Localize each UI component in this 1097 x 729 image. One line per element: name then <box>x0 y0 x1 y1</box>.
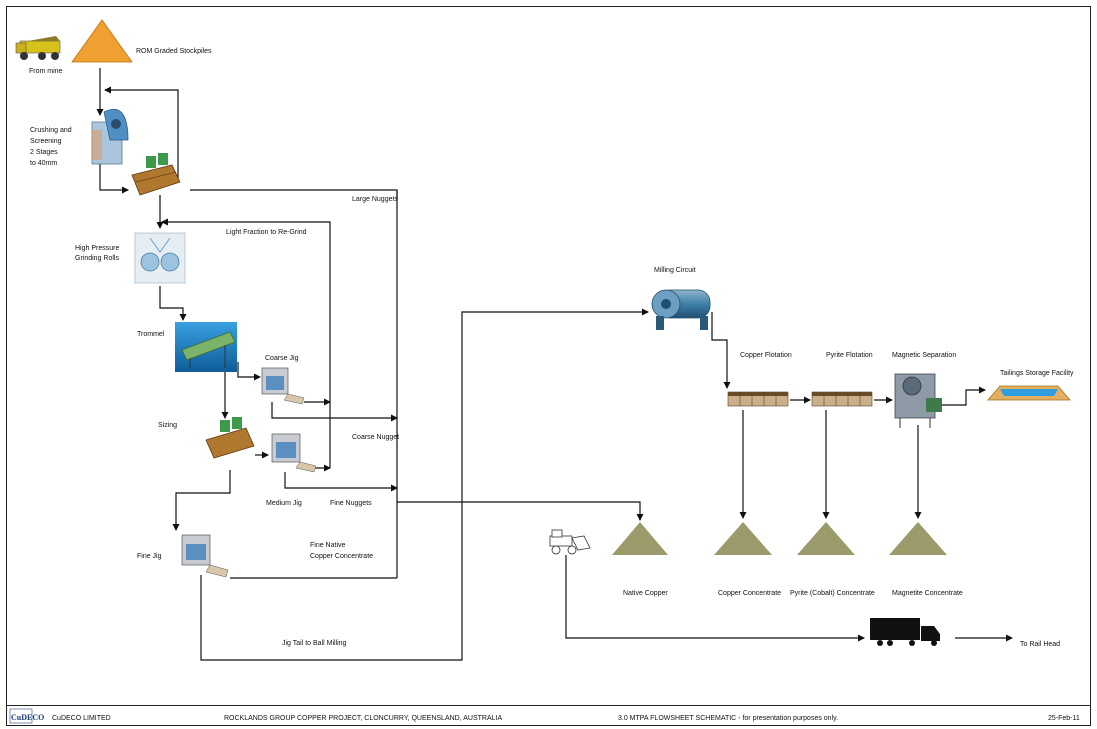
flow-trommel-to-coarse-jig <box>237 362 261 381</box>
label-hpgr-2: Grinding Rolls <box>75 255 119 262</box>
label-fine-native-2: Copper Concentrate <box>310 553 373 560</box>
native-copper-pile-icon <box>612 522 668 555</box>
flow-to-native-copper <box>397 501 644 521</box>
label-jig-tail: Jig Tail to Ball Milling <box>282 640 347 647</box>
label-trommel: Trommel <box>137 331 165 338</box>
label-tailings: Tailings Storage Facility <box>1000 370 1074 377</box>
coarse-jig-icon <box>261 367 305 405</box>
cudeco-logo-icon <box>9 708 33 724</box>
footer-project: ROCKLANDS GROUP COPPER PROJECT, CLONCURR… <box>224 715 502 722</box>
diagram-frame <box>6 6 1091 706</box>
screen-deck-icon <box>131 153 181 196</box>
copper-concentrate-pile-icon <box>714 522 772 555</box>
label-medium-jig: Medium Jig <box>266 500 302 507</box>
footer-bar <box>6 706 1091 726</box>
label-crushing-3: 2 Stages <box>30 149 58 156</box>
haul-truck-icon <box>15 36 61 60</box>
hpgr-icon <box>134 232 186 284</box>
label-magnetic-separation: Magnetic Separation <box>892 352 956 359</box>
copper-flotation-cells-icon <box>727 391 789 407</box>
flow-loader-to-truck <box>565 555 865 642</box>
label-fine-native-1: Fine Native <box>310 542 346 549</box>
label-light-fraction: Light Fraction to Re-Grind <box>226 229 307 236</box>
rom-stockpile-icon <box>71 19 133 63</box>
road-truck-icon <box>870 618 940 646</box>
magnetite-concentrate-pile-icon <box>889 522 947 555</box>
label-copper-flotation: Copper Flotation <box>740 352 792 359</box>
logo-text: CuDECO <box>11 713 44 722</box>
flow-coarse-nugget <box>271 402 398 422</box>
ball-mill-icon <box>651 289 711 330</box>
label-crushing-1: Crushing and <box>30 127 72 134</box>
front-loader-icon <box>549 529 591 555</box>
label-coarse-jig: Coarse Jig <box>265 355 299 362</box>
medium-jig-icon <box>271 433 317 473</box>
flow-jig-tail <box>200 308 649 661</box>
label-native-copper: Native Copper <box>623 590 668 597</box>
flow-sizing-to-fine-jig <box>172 470 231 531</box>
flow-to-tailings <box>942 386 986 406</box>
label-fine-nuggets: Fine Nuggets <box>330 500 372 507</box>
footer-title: 3.0 MTPA FLOWSHEET SCHEMATIC - for prese… <box>618 715 838 722</box>
label-milling-circuit: Milling Circuit <box>654 267 696 274</box>
label-from-mine: From mine <box>29 68 63 75</box>
label-hpgr-1: High Pressure <box>75 245 119 252</box>
label-crushing-2: Screening <box>30 138 62 145</box>
tailings-dam-icon <box>987 385 1071 401</box>
flow-hpgr-to-trommel <box>159 286 187 321</box>
pyrite-flotation-cells-icon <box>811 391 873 407</box>
flow-light-fraction <box>161 218 331 468</box>
label-large-nuggets: Large Nuggets <box>352 196 398 203</box>
magnetic-separator-icon <box>894 373 942 428</box>
label-fine-jig: Fine Jig <box>137 553 162 560</box>
label-crushing-4: to 40mm <box>30 160 57 167</box>
flow-screen-recycle <box>104 86 179 182</box>
crusher-icon <box>91 108 129 165</box>
label-pyrite-concentrate: Pyrite (Cobalt) Concentrate <box>790 590 875 597</box>
label-magnetite-concentrate: Magnetite Concentrate <box>892 590 963 597</box>
footer-content: CuDECO CuDECO LIMITED ROCKLANDS GROUP CO… <box>9 708 1080 724</box>
flow-mill-to-flotation <box>711 312 731 389</box>
label-rail-head: To Rail Head <box>1020 641 1060 648</box>
label-pyrite-flotation: Pyrite Flotation <box>826 352 873 359</box>
sizing-screen-icon <box>205 417 255 459</box>
flow-crusher-to-screen <box>99 158 129 194</box>
trommel-icon <box>175 322 237 372</box>
footer-date: 25-Feb-11 <box>1048 715 1080 722</box>
label-coarse-nugget: Coarse Nugget <box>352 434 399 441</box>
label-sizing: Sizing <box>158 422 177 429</box>
fine-jig-icon <box>181 534 229 578</box>
pyrite-concentrate-pile-icon <box>797 522 855 555</box>
footer-company: CuDECO LIMITED <box>52 715 111 722</box>
flow-medium-jig-nuggets <box>284 472 398 492</box>
label-copper-concentrate: Copper Concentrate <box>718 590 781 597</box>
label-rom-stockpiles: ROM Graded Stockpiles <box>136 48 212 55</box>
